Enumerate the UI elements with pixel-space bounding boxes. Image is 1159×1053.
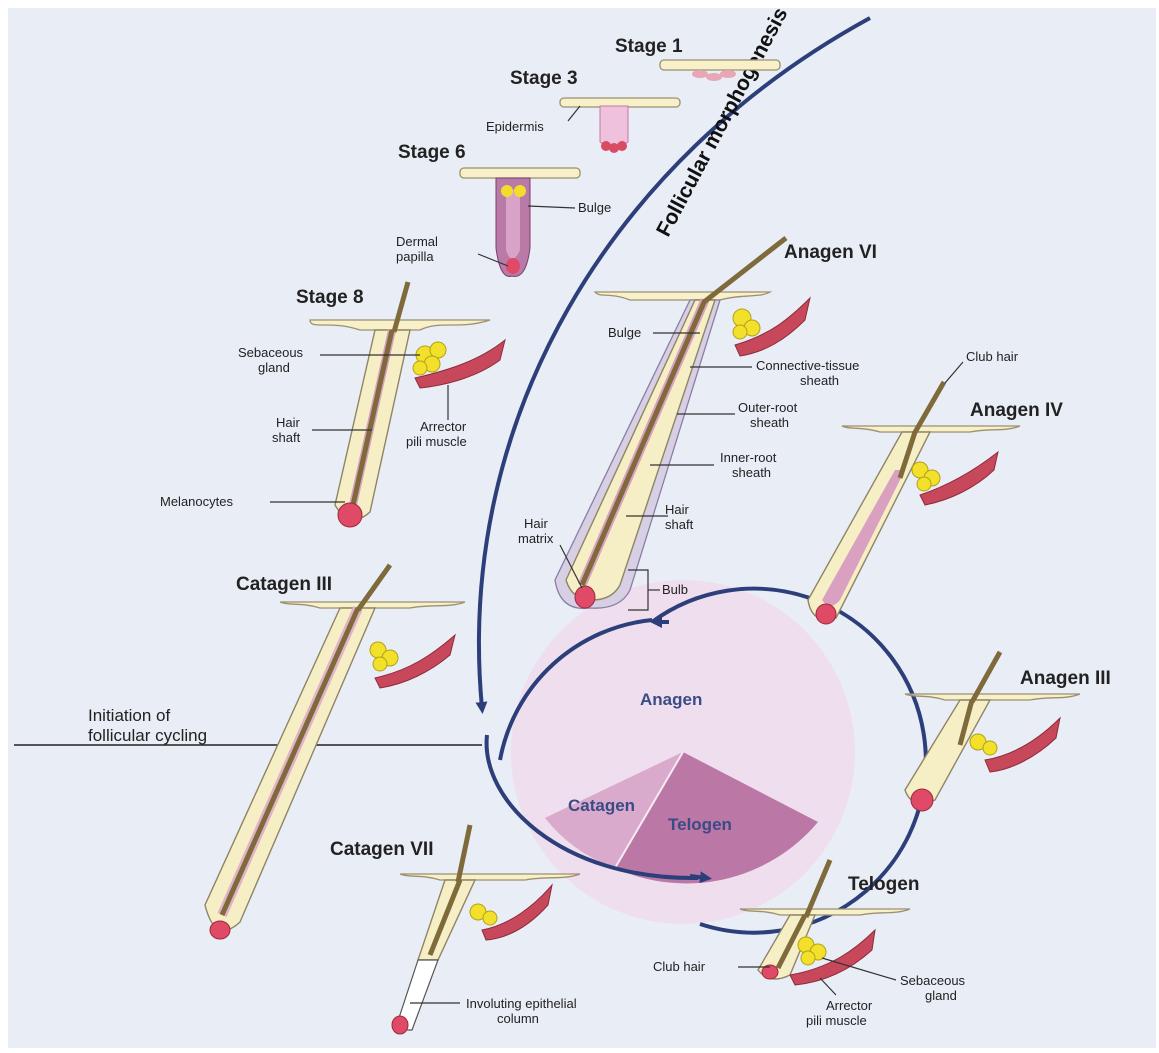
anagen6-bulge-label: Bulge: [608, 325, 641, 340]
telogen-arrector-label-2: pili muscle: [806, 1013, 867, 1028]
anagen6-hair-shaft-label-1: Hair: [665, 502, 690, 517]
anagen6-title: Anagen VI: [784, 242, 877, 263]
melanocytes-label: Melanocytes: [160, 494, 233, 509]
ors-label-1: Outer-root: [738, 400, 798, 415]
initiation-line1: Initiation of: [88, 706, 170, 725]
telogen-sebaceous-label-1: Sebaceous: [900, 973, 966, 988]
stage8-arrector-label-2: pili muscle: [406, 434, 467, 449]
dermal-papilla-label-2: papilla: [396, 249, 434, 264]
epidermis-label: Epidermis: [486, 119, 544, 134]
cts-label-2: sheath: [800, 373, 839, 388]
initiation-line2: follicular cycling: [88, 726, 207, 745]
telogen-club-hair-label: Club hair: [653, 959, 706, 974]
telogen-title: Telogen: [848, 874, 919, 895]
stage6-title: Stage 6: [398, 142, 466, 163]
irs-label-2: sheath: [732, 465, 771, 480]
cycle-catagen-label: Catagen: [568, 796, 635, 815]
catagen3-title: Catagen III: [236, 574, 332, 595]
stage8-hair-shaft-label-1: Hair: [276, 415, 301, 430]
cts-label-1: Connective-tissue: [756, 358, 859, 373]
stage6-bulge-label: Bulge: [578, 200, 611, 215]
anagen6-hair-shaft-label-2: shaft: [665, 517, 694, 532]
club-hair-top-label: Club hair: [966, 349, 1019, 364]
involuting-label-1: Involuting epithelial: [466, 996, 577, 1011]
stage8-sebaceous-label-2: gland: [258, 360, 290, 375]
anagen4-title: Anagen IV: [970, 400, 1063, 421]
cycle-anagen-label: Anagen: [640, 690, 702, 709]
stage8-title: Stage 8: [296, 287, 364, 308]
irs-label-1: Inner-root: [720, 450, 777, 465]
telogen-arrector-label-1: Arrector: [826, 998, 873, 1013]
stage8-hair-shaft-label-2: shaft: [272, 430, 301, 445]
ors-label-2: sheath: [750, 415, 789, 430]
bulb-label: Bulb: [662, 582, 688, 597]
hair-matrix-label-1: Hair: [524, 516, 549, 531]
stage3-title: Stage 3: [510, 68, 578, 89]
involuting-label-2: column: [497, 1011, 539, 1026]
stage8-sebaceous-label-1: Sebaceous: [238, 345, 304, 360]
hair-matrix-label-2: matrix: [518, 531, 554, 546]
stage1-title: Stage 1: [615, 36, 683, 57]
catagen7-title: Catagen VII: [330, 839, 433, 860]
stage8-arrector-label-1: Arrector: [420, 419, 467, 434]
dermal-papilla-label-1: Dermal: [396, 234, 438, 249]
telogen-sebaceous-label-2: gland: [925, 988, 957, 1003]
cycle-telogen-label: Telogen: [668, 815, 732, 834]
anagen3-title: Anagen III: [1020, 668, 1111, 689]
